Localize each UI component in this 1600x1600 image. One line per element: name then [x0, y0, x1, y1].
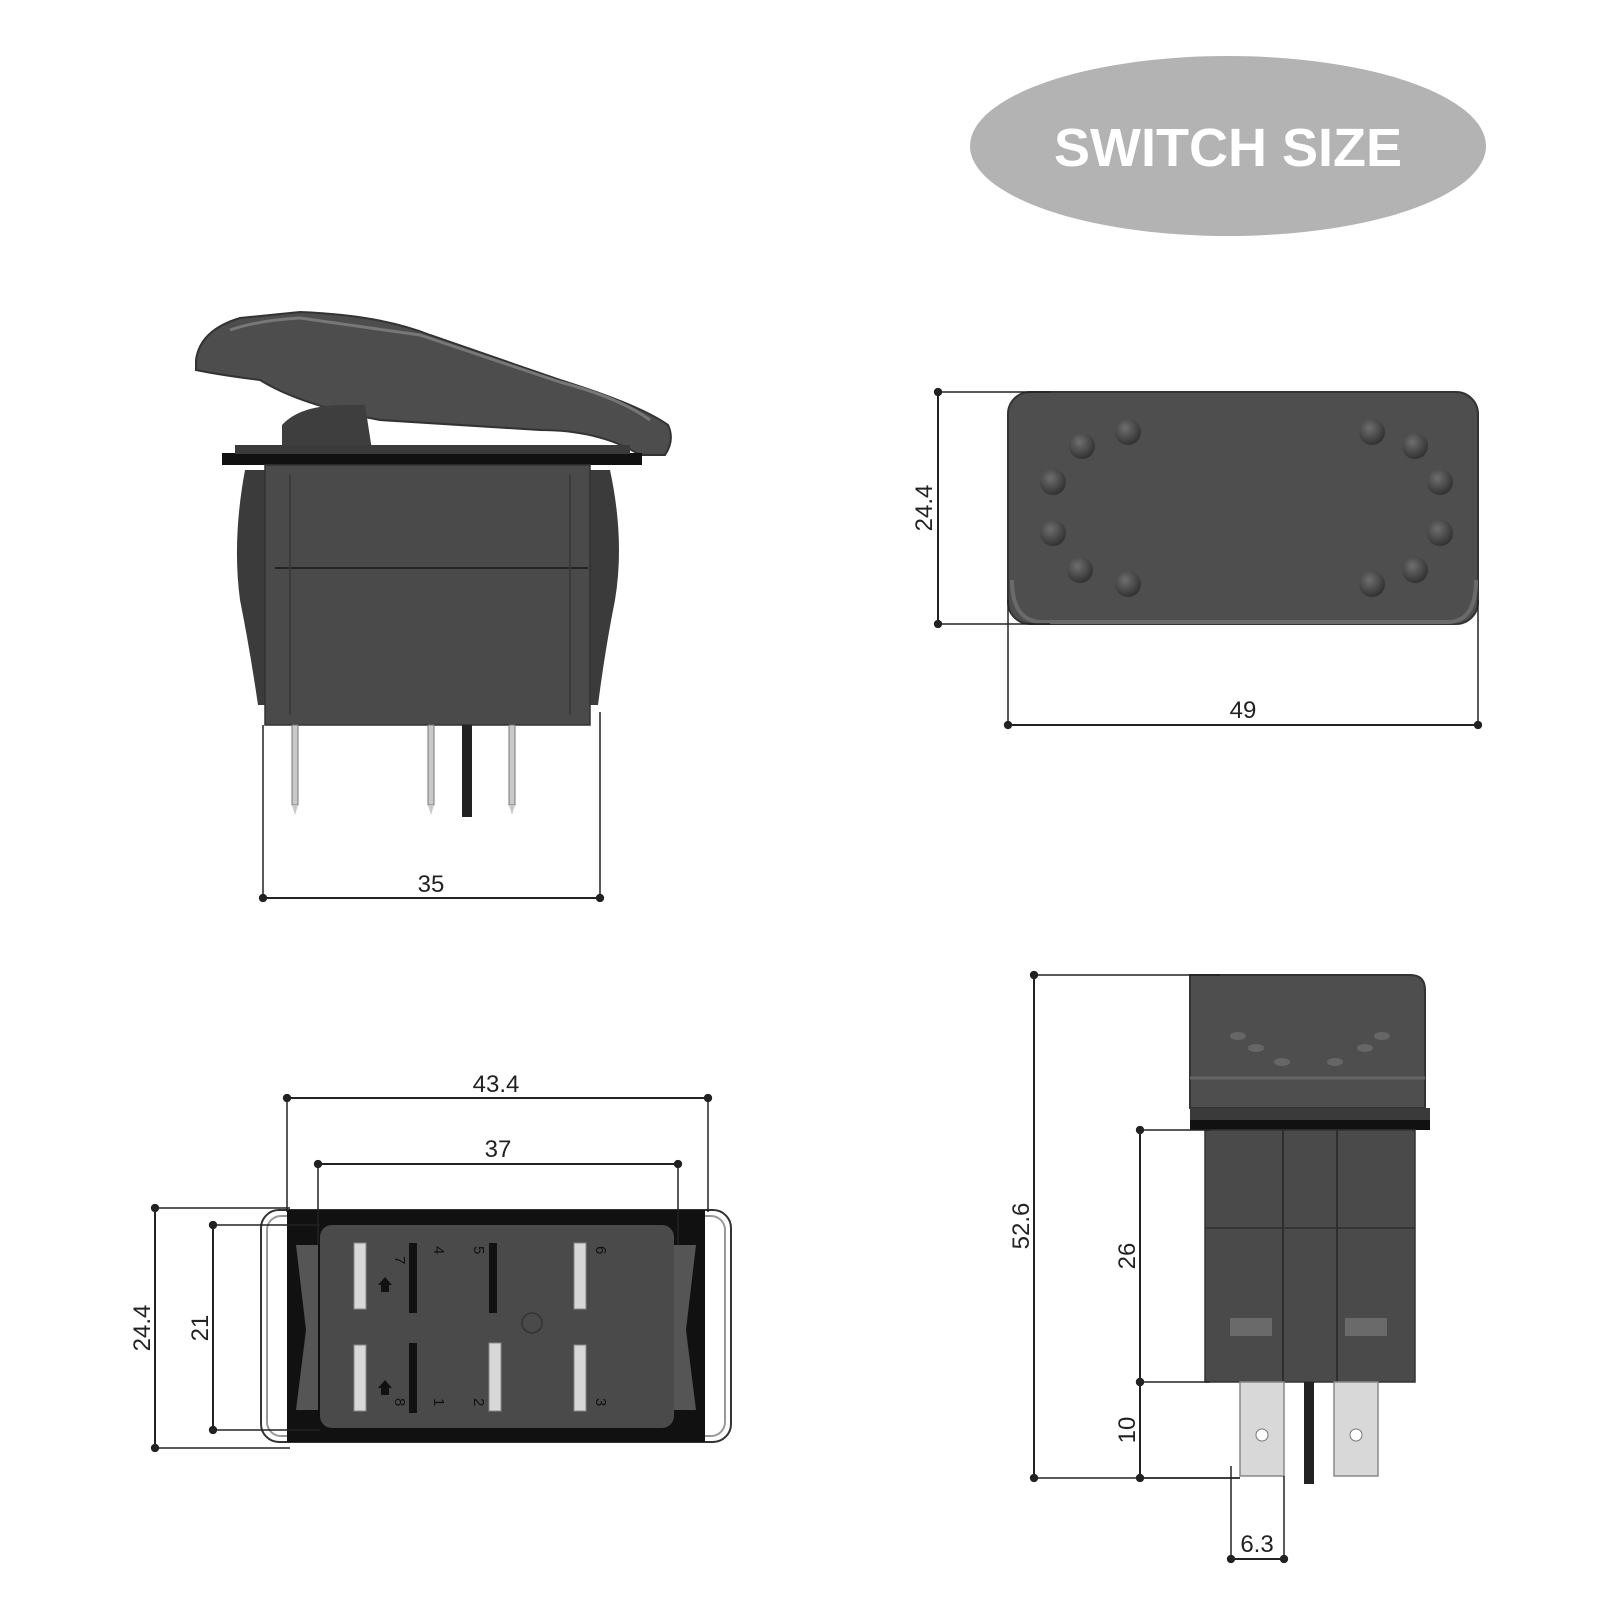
dim-end-terminal-height-label: 10	[1114, 1417, 1141, 1444]
rocker-pivot	[282, 405, 372, 450]
led-arrow-icon	[378, 1380, 392, 1395]
dim-bottom-outer-height-label: 24.4	[129, 1305, 156, 1352]
end-body	[1204, 1129, 1416, 1383]
side-clip-right	[590, 470, 619, 705]
dimension-bottom-inner-height: 21	[187, 1220, 320, 1435]
dim-bottom-outer-width-label: 43.4	[473, 1071, 520, 1098]
terminal-label-8: 8	[391, 1398, 408, 1406]
rocker-cap-highlight	[229, 316, 651, 422]
dim-end-terminal-width-label: 6.3	[1240, 1531, 1273, 1558]
side-clip-left	[236, 470, 265, 705]
side-view: 35	[195, 310, 672, 903]
dim-bottom-inner-width-label: 37	[485, 1136, 512, 1163]
terminal-label-3: 3	[592, 1398, 609, 1406]
dimension-top-height: 24.4	[911, 387, 1050, 629]
end-view: 52.6 26 10 6.3	[1008, 970, 1430, 1564]
end-cap-dots	[1230, 1032, 1390, 1066]
end-cap	[1189, 974, 1426, 1109]
dim-top-height-label: 24.4	[911, 485, 938, 532]
terminal-label-1: 1	[430, 1398, 447, 1406]
title-badge-ellipse	[970, 56, 1486, 236]
dim-bottom-inner-height-label: 21	[187, 1315, 214, 1342]
dim-end-body-height-label: 26	[1114, 1243, 1141, 1270]
dim-top-width-label: 49	[1230, 697, 1257, 724]
terminal-labels: 7 4 5 6 8 1 2 3	[391, 1246, 609, 1406]
top-cap	[1007, 391, 1479, 625]
dimension-bottom-outer-height: 24.4	[129, 1203, 290, 1453]
end-terminals	[1239, 1381, 1379, 1484]
bottom-view: 7 4 5 6 8 1 2 3 43.4 37 24.4	[129, 1071, 732, 1453]
dimension-end-body-height: 26	[1114, 1125, 1210, 1387]
bottom-terminals	[353, 1242, 587, 1413]
dimension-side-width: 35	[258, 712, 605, 903]
title-badge: SWITCH SIZE	[970, 56, 1486, 236]
terminal-label-6: 6	[592, 1246, 609, 1254]
side-bezel	[235, 445, 630, 454]
dimension-end-total-height: 52.6	[1008, 970, 1240, 1483]
end-flange	[1190, 1120, 1430, 1130]
side-body	[264, 464, 591, 726]
side-pins	[291, 724, 516, 817]
rocker-cap	[195, 310, 672, 456]
terminal-label-7: 7	[391, 1256, 408, 1264]
dimension-end-terminal-width: 6.3	[1226, 1466, 1289, 1564]
side-flange	[222, 453, 642, 465]
top-cap-dots	[1040, 419, 1453, 597]
dimension-bottom-outer-width: 43.4	[282, 1071, 713, 1212]
terminal-label-4: 4	[430, 1246, 447, 1254]
terminal-label-2: 2	[470, 1398, 487, 1406]
title-text: SWITCH SIZE	[1054, 118, 1402, 178]
dimension-top-width: 49	[1003, 600, 1483, 730]
dim-end-total-height-label: 52.6	[1008, 1203, 1035, 1250]
dimension-end-terminal-height: 10	[1114, 1377, 1240, 1483]
dim-side-width-label: 35	[418, 871, 445, 898]
led-arrow-icon	[378, 1277, 392, 1292]
terminal-label-5: 5	[470, 1246, 487, 1254]
top-view: 24.4 49	[911, 387, 1483, 730]
dimension-bottom-inner-width: 37	[313, 1136, 683, 1245]
